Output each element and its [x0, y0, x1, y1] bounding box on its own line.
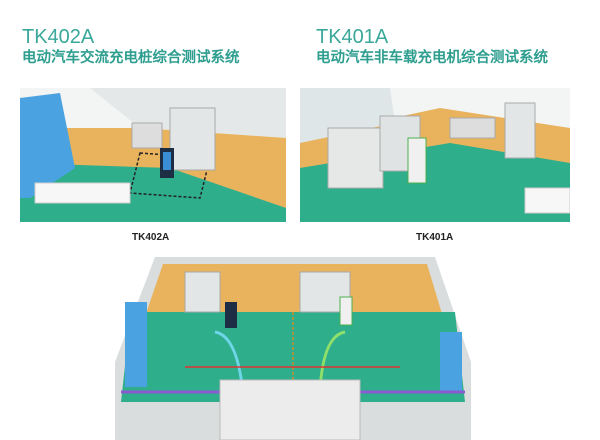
tk402a-lab-render: [20, 88, 286, 222]
tk402a-caption: TK402A: [132, 232, 170, 243]
right-model-title: TK401A: [316, 26, 389, 48]
right-system-title: 电动汽车非车载充电机综合测试系统: [316, 50, 548, 66]
tk401a-lab-render: [300, 88, 570, 222]
tk401a-caption: TK401A: [416, 232, 454, 243]
combined-lab-render: [115, 257, 471, 440]
left-system-title: 电动汽车交流充电桩综合测试系统: [22, 50, 240, 66]
left-model-title: TK402A: [22, 26, 95, 48]
